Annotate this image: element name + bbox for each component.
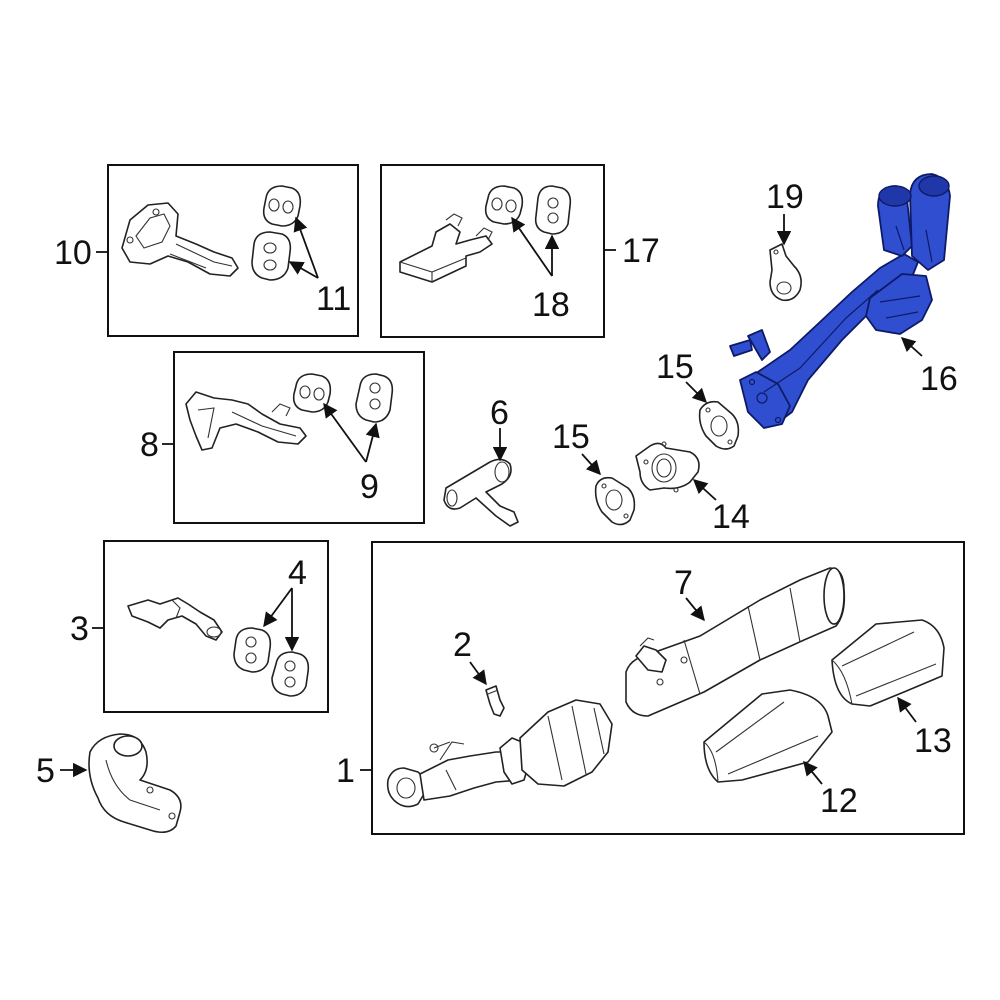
catalytic-converter-pipe-1[interactable] — [386, 699, 613, 808]
leader-16 — [900, 337, 923, 357]
hanger-19[interactable] — [769, 243, 802, 302]
callout-5: 5 — [36, 752, 55, 790]
insulator-18-left[interactable] — [484, 185, 524, 225]
leader-11a — [293, 216, 319, 279]
callout-12: 12 — [820, 782, 858, 820]
callout-8: 8 — [140, 426, 159, 464]
callout-7: 7 — [674, 564, 693, 602]
heat-shield-13[interactable] — [831, 619, 945, 707]
callout-9: 9 — [360, 468, 379, 506]
callout-17: 17 — [622, 232, 660, 270]
group-box-10-11 — [107, 164, 359, 337]
callout-18: 18 — [532, 286, 570, 324]
oxygen-sensor-2[interactable] — [485, 685, 505, 717]
leader-15-lower — [581, 453, 601, 476]
insulator-11-upper[interactable] — [262, 185, 302, 227]
leader-13 — [897, 696, 917, 723]
group-box-3-4 — [103, 540, 329, 713]
insulator-4-right[interactable] — [271, 651, 310, 697]
callout-14: 14 — [712, 498, 750, 536]
muffler-7[interactable] — [625, 567, 846, 717]
leader-15-upper — [685, 381, 708, 404]
flange-14[interactable] — [635, 441, 700, 493]
gasket-15-lower[interactable] — [594, 476, 636, 526]
callout-11: 11 — [316, 280, 351, 318]
callout-13: 13 — [914, 722, 952, 760]
callout-15-upper: 15 — [656, 348, 694, 386]
callout-3: 3 — [70, 610, 89, 648]
callout-1: 1 — [336, 752, 355, 790]
callout-4: 4 — [288, 554, 307, 592]
bracket-6[interactable] — [443, 458, 519, 527]
leader-2 — [469, 661, 487, 686]
callout-19: 19 — [766, 178, 804, 216]
callout-2: 2 — [453, 626, 472, 664]
leader-7 — [685, 597, 705, 622]
leader-11b — [288, 261, 319, 279]
insulator-18-right[interactable] — [534, 185, 572, 235]
leader-4a — [263, 587, 293, 628]
callout-6: 6 — [490, 394, 509, 432]
heat-shield-12[interactable] — [703, 689, 833, 783]
hanger-bracket-3[interactable] — [127, 597, 223, 641]
callout-10: 10 — [54, 234, 92, 272]
insulator-9-right[interactable] — [355, 373, 394, 423]
leader-9b — [365, 422, 380, 463]
leader-14 — [692, 479, 717, 501]
heat-shield-5[interactable] — [88, 733, 182, 834]
group-box-1 — [371, 541, 965, 835]
exhaust-pipe-16[interactable] — [729, 173, 951, 429]
insulator-11-lower[interactable] — [251, 231, 292, 281]
leader-18a — [511, 216, 553, 277]
hanger-bracket-8[interactable] — [185, 391, 307, 451]
group-box-8-9 — [173, 351, 425, 524]
group-box-17-18 — [380, 164, 605, 338]
hanger-bracket-10[interactable] — [121, 202, 239, 277]
hanger-bracket-17[interactable] — [399, 213, 493, 283]
gasket-15-upper[interactable] — [698, 400, 740, 450]
callout-16: 16 — [920, 360, 958, 398]
leader-12 — [803, 760, 823, 785]
callout-15-lower: 15 — [552, 418, 590, 456]
insulator-9-left[interactable] — [292, 373, 332, 413]
insulator-4-left[interactable] — [233, 627, 272, 673]
leader-9a — [323, 402, 367, 463]
